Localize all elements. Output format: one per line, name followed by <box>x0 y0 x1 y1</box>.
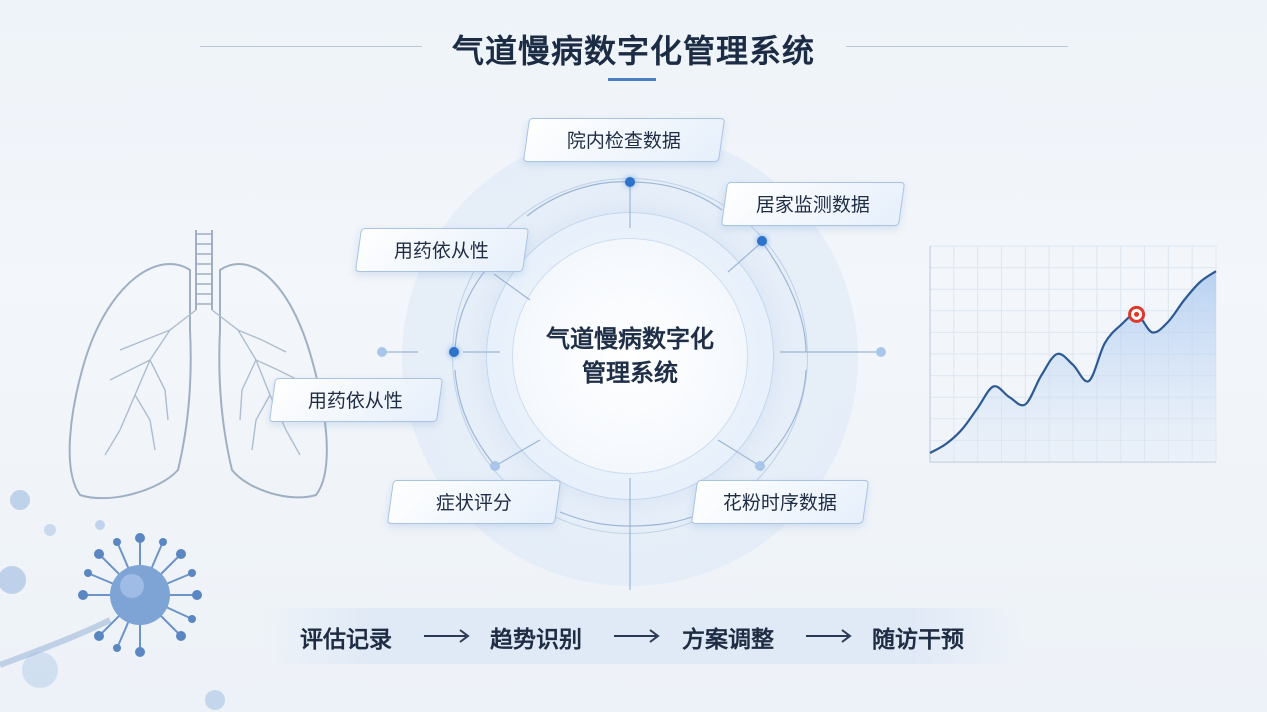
chip-symptom-score: 症状评分 <box>386 480 562 524</box>
chart-series-line <box>929 270 1217 454</box>
chip-pollen-series-label: 花粉时序数据 <box>722 492 837 514</box>
flow-step-followup: 随访干预 <box>872 627 964 653</box>
arrow-right-icon <box>806 629 852 643</box>
chip-home-monitoring: 居家监测数据 <box>720 182 906 226</box>
chip-adherence-upper: 用药依从性 <box>354 228 530 272</box>
title-underline <box>608 78 656 81</box>
chart-area <box>930 271 1216 462</box>
chip-hospital-exam-label: 院内检查数据 <box>566 130 681 152</box>
hub-core <box>512 238 748 474</box>
node-top-right <box>757 236 767 246</box>
title-rule-right <box>846 46 1068 47</box>
chip-pollen-series: 花粉时序数据 <box>690 480 870 524</box>
hub-label-line-1: 气道慢病数字化 <box>546 325 714 353</box>
chip-home-monitoring-label: 居家监测数据 <box>755 194 870 216</box>
flow-step-adjust: 方案调整 <box>682 627 774 653</box>
node-top <box>625 177 635 187</box>
chip-adherence-lower: 用药依从性 <box>268 378 444 422</box>
flow-step-trend: 趋势识别 <box>490 627 582 653</box>
chip-adherence-upper-label: 用药依从性 <box>394 240 490 262</box>
node-far-left <box>377 347 387 357</box>
title-rule-left <box>200 46 422 47</box>
virus-icon <box>0 490 225 710</box>
node-bottom-left <box>490 461 500 471</box>
chip-adherence-lower-label: 用药依从性 <box>308 390 404 412</box>
node-far-right <box>876 347 886 357</box>
chip-symptom-score-label: 症状评分 <box>435 492 512 514</box>
hub-label-line-2: 管理系统 <box>582 359 678 387</box>
hub-label: 气道慢病数字化 管理系统 <box>512 322 748 390</box>
trend-chart <box>929 245 1217 463</box>
arrow-right-icon <box>614 629 660 643</box>
node-bottom-right <box>755 461 765 471</box>
flow-step-assess: 评估记录 <box>300 627 392 653</box>
node-left <box>449 347 459 357</box>
arrow-right-icon <box>424 629 470 643</box>
chart-highlight-point-core <box>1134 311 1140 317</box>
page-title: 气道慢病数字化管理系统 <box>451 32 815 70</box>
chip-hospital-exam: 院内检查数据 <box>522 118 726 162</box>
